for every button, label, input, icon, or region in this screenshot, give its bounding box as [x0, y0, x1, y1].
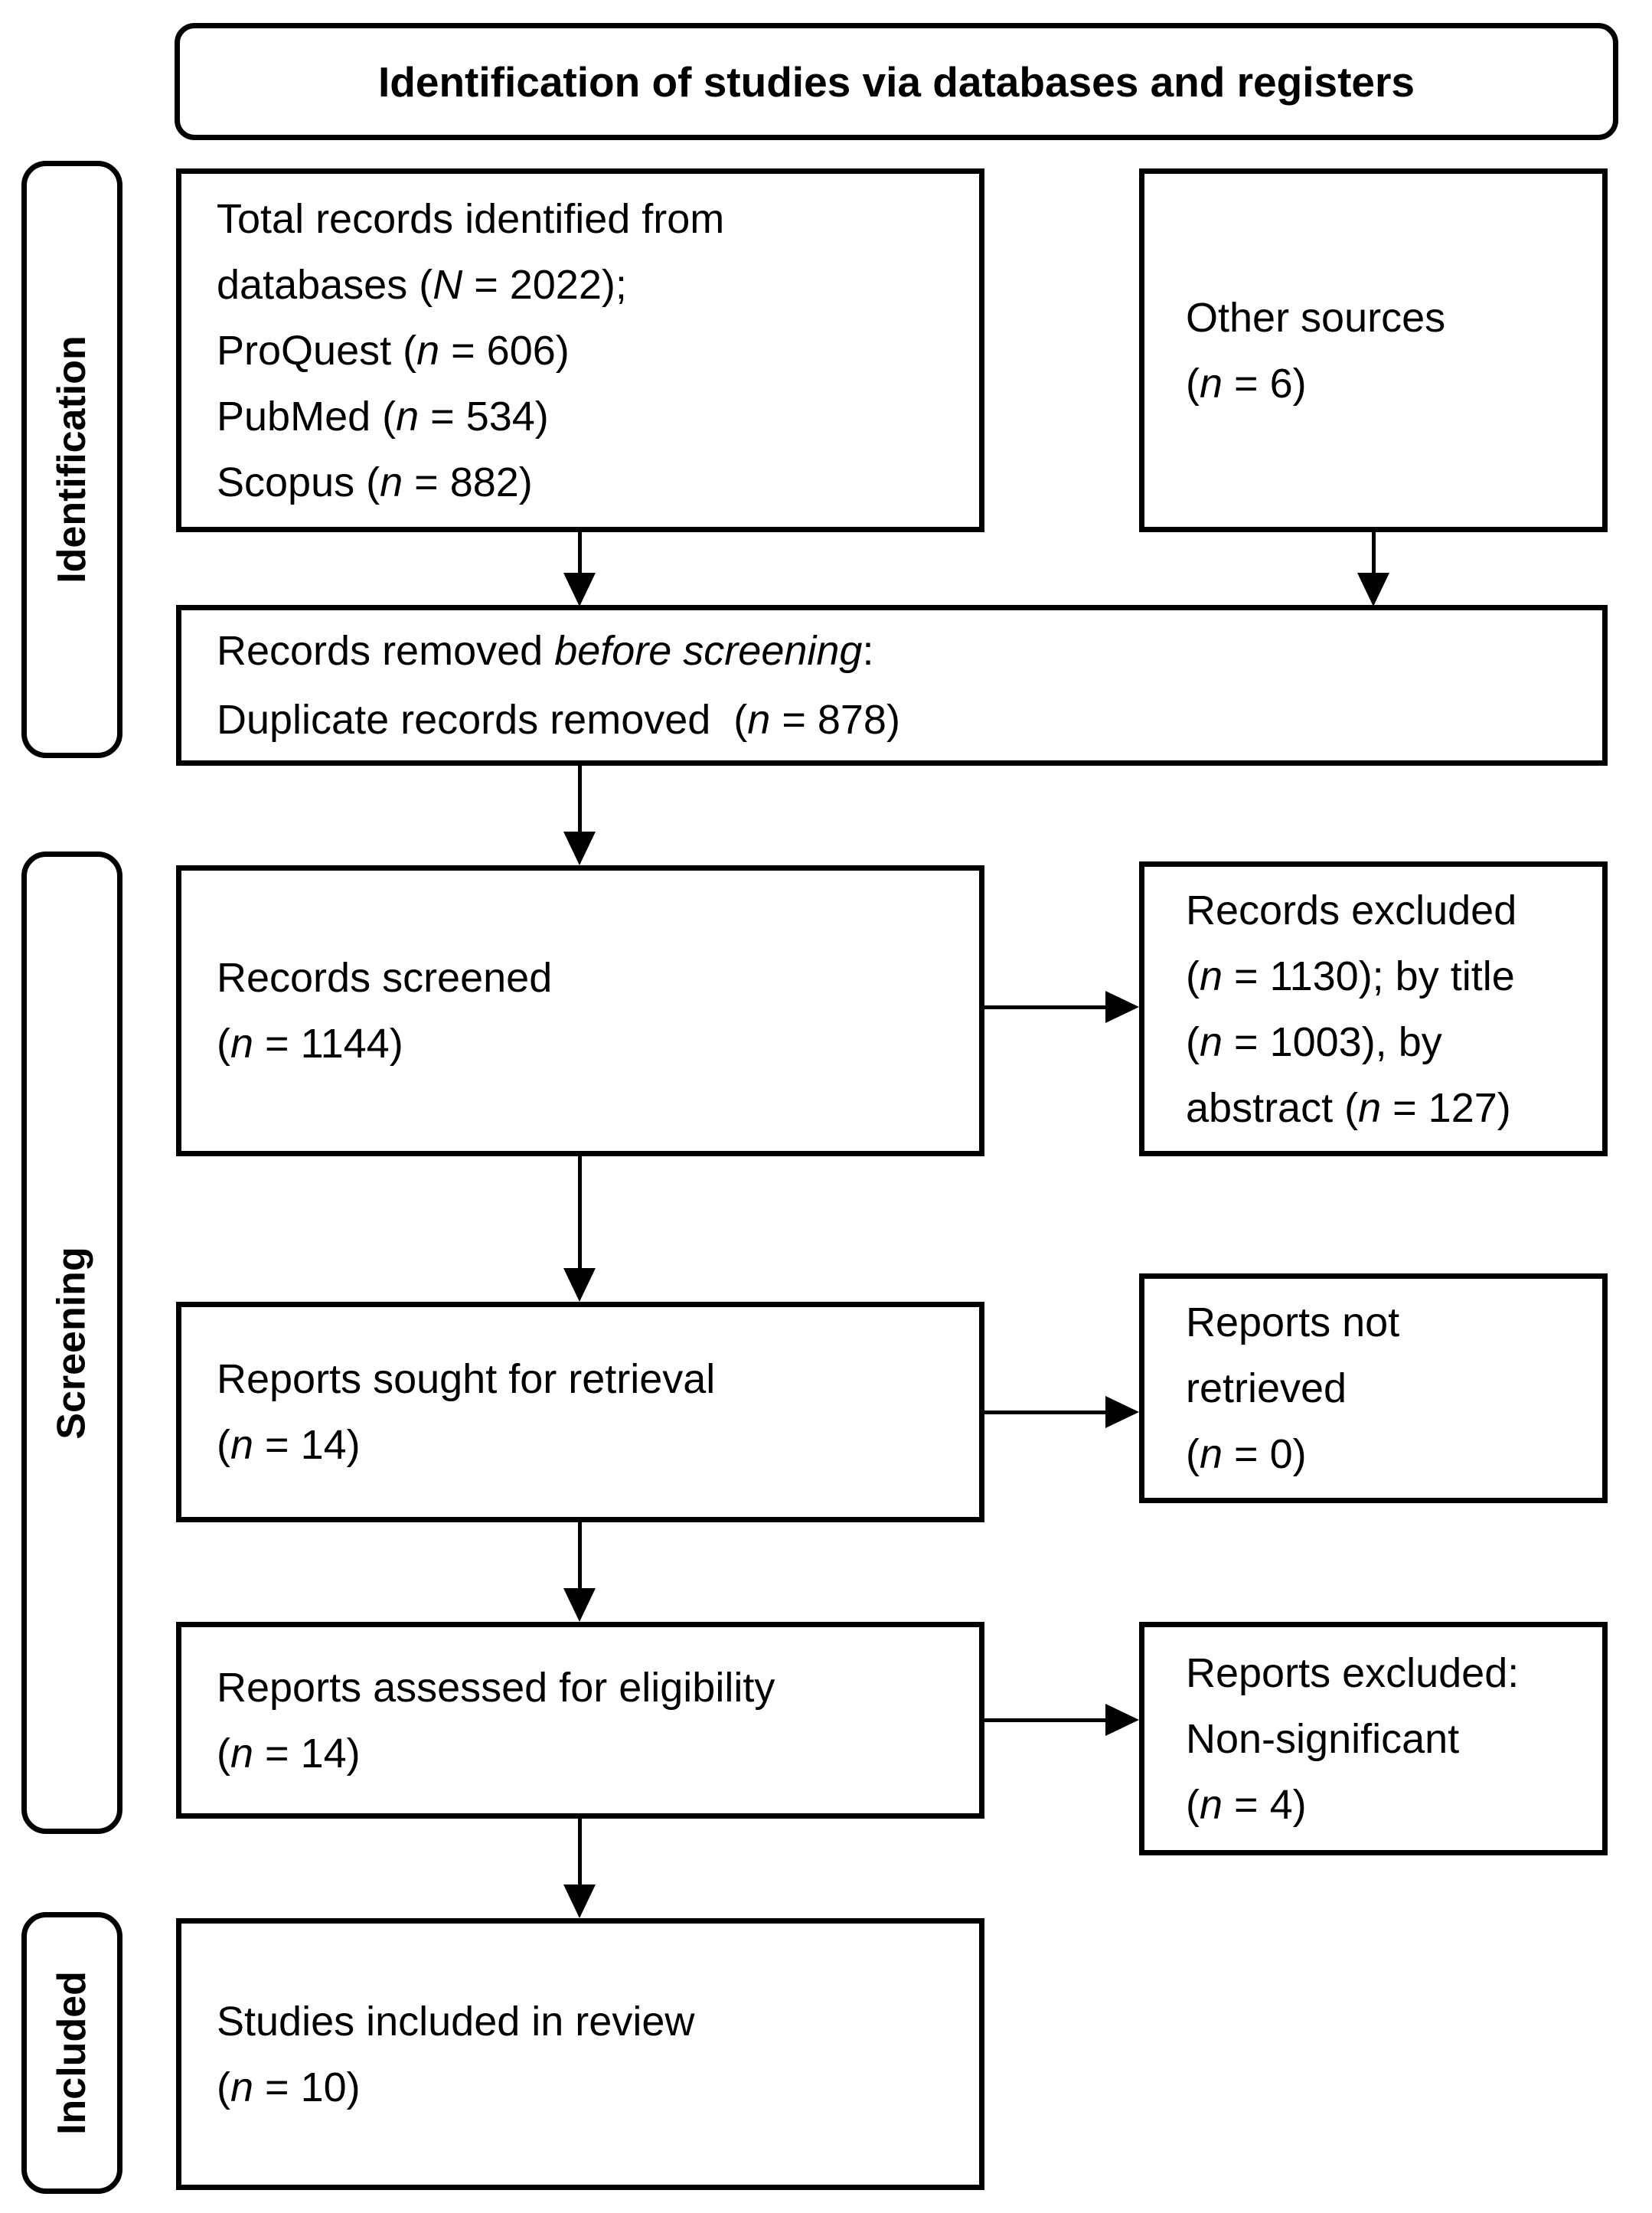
diagram-title: Identification of studies via databases … [378, 57, 1415, 106]
stage-label-screening: Screening [21, 852, 122, 1834]
box-studies-included-text: Studies included in review(n = 10) [217, 1998, 695, 2110]
box-reports-excluded-text: Reports excluded:Non-significant(n = 4) [1186, 1649, 1520, 1828]
box-other-sources: Other sources(n = 6) [1139, 168, 1608, 532]
stage-label-identification-text: Identification [50, 335, 94, 583]
box-records-screened-text: Records screened(n = 1144) [217, 955, 553, 1067]
box-reports-assessed: Reports assessed for eligibility(n = 14) [176, 1622, 984, 1819]
box-reports-sought-text: Reports sought for retrieval(n = 14) [217, 1356, 716, 1468]
diagram-title-box: Identification of studies via databases … [175, 23, 1618, 140]
box-reports-excluded: Reports excluded:Non-significant(n = 4) [1139, 1622, 1608, 1855]
stage-label-included: Included [21, 1912, 122, 2194]
box-records-removed: Records removed before screening:Duplica… [176, 605, 1608, 766]
box-records-excluded: Records excluded(n = 1130); by title(n =… [1139, 861, 1608, 1156]
stage-label-included-text: Included [50, 1971, 95, 2135]
box-reports-assessed-text: Reports assessed for eligibility(n = 14) [217, 1664, 775, 1777]
box-other-sources-text: Other sources(n = 6) [1186, 294, 1446, 407]
box-records-screened: Records screened(n = 1144) [176, 865, 984, 1156]
stage-label-identification: Identification [21, 161, 122, 758]
box-records-excluded-text: Records excluded(n = 1130); by title(n =… [1186, 887, 1517, 1131]
box-reports-sought: Reports sought for retrieval(n = 14) [176, 1302, 984, 1522]
stage-label-screening-text: Screening [50, 1246, 95, 1440]
box-studies-included: Studies included in review(n = 10) [176, 1918, 984, 2190]
box-records-removed-text: Records removed before screening:Duplica… [217, 628, 900, 743]
